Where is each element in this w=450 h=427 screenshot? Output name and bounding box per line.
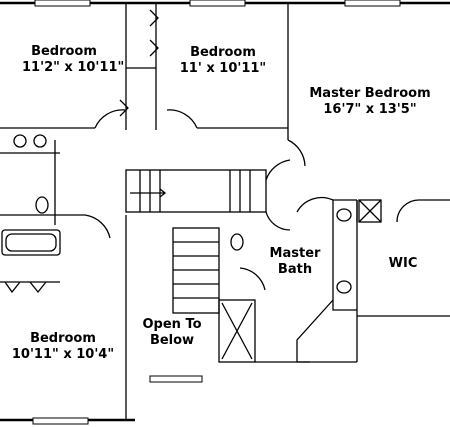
window-5 — [32, 417, 89, 425]
window-2 — [189, 0, 246, 7]
wall-bath-west — [0, 140, 60, 225]
door-nw — [94, 109, 126, 129]
bath-vanity — [332, 200, 357, 311]
room-name: Master Bedroom — [309, 86, 431, 101]
toilet-2 — [230, 233, 244, 251]
room-name: WIC — [388, 256, 418, 271]
room-master-bath: Master Bath — [262, 246, 328, 278]
room-bedroom-n: Bedroom 11' x 10'11" — [168, 45, 278, 77]
room-bedroom-sw: Bedroom 10'11" x 10'4" — [8, 331, 118, 363]
door-master2 — [265, 159, 291, 181]
linen-x — [358, 199, 382, 223]
wic-walls — [356, 199, 450, 317]
stair-arrow — [130, 188, 167, 198]
room-name-2: Bath — [277, 262, 313, 277]
room-size: 11'2" x 10'11" — [22, 60, 125, 75]
sink-master-1 — [336, 208, 352, 222]
shower-stall — [218, 299, 256, 363]
closet-doors-sw — [4, 281, 47, 294]
door-hall — [265, 211, 291, 231]
bath-diag-wall — [296, 299, 357, 363]
room-wic: WIC — [378, 256, 428, 272]
room-name: Bedroom — [31, 44, 97, 59]
wall-bath-east — [333, 199, 358, 362]
room-name: Bedroom — [190, 45, 256, 60]
window-1 — [34, 0, 91, 7]
room-size: 11' x 10'11" — [179, 61, 267, 76]
room-master-bedroom: Master Bedroom 16'7" x 13'5" — [304, 86, 436, 118]
room-bedroom-nw: Bedroom 11'2" x 10'11" — [22, 44, 125, 76]
door-wic — [396, 199, 421, 223]
stair-landing — [125, 169, 267, 213]
room-size: 10'11" x 10'4" — [11, 347, 115, 362]
linen-box — [358, 199, 382, 223]
door-n — [166, 109, 198, 129]
sink-2 — [33, 134, 47, 148]
door-mbath — [296, 196, 334, 213]
door-bath — [84, 214, 111, 239]
toilet-1 — [35, 196, 49, 214]
window-4 — [149, 375, 203, 383]
stair-treads-upper — [139, 170, 251, 212]
door-shower — [239, 267, 266, 291]
room-name: Bedroom — [30, 331, 96, 346]
room-size: 16'7" x 13'5" — [323, 102, 417, 117]
sink-master-2 — [336, 280, 352, 294]
closet-doors — [119, 9, 159, 117]
stair-treads-lower — [173, 241, 219, 299]
door-master — [287, 139, 306, 167]
room-name: Master — [269, 246, 321, 261]
window-3 — [344, 0, 401, 7]
shower-x — [221, 302, 253, 360]
sink-1 — [13, 134, 27, 148]
room-name: Open To — [142, 317, 202, 332]
bathtub — [1, 229, 61, 256]
room-name-2: Below — [149, 333, 195, 348]
room-open-to-below: Open To Below — [132, 317, 212, 349]
